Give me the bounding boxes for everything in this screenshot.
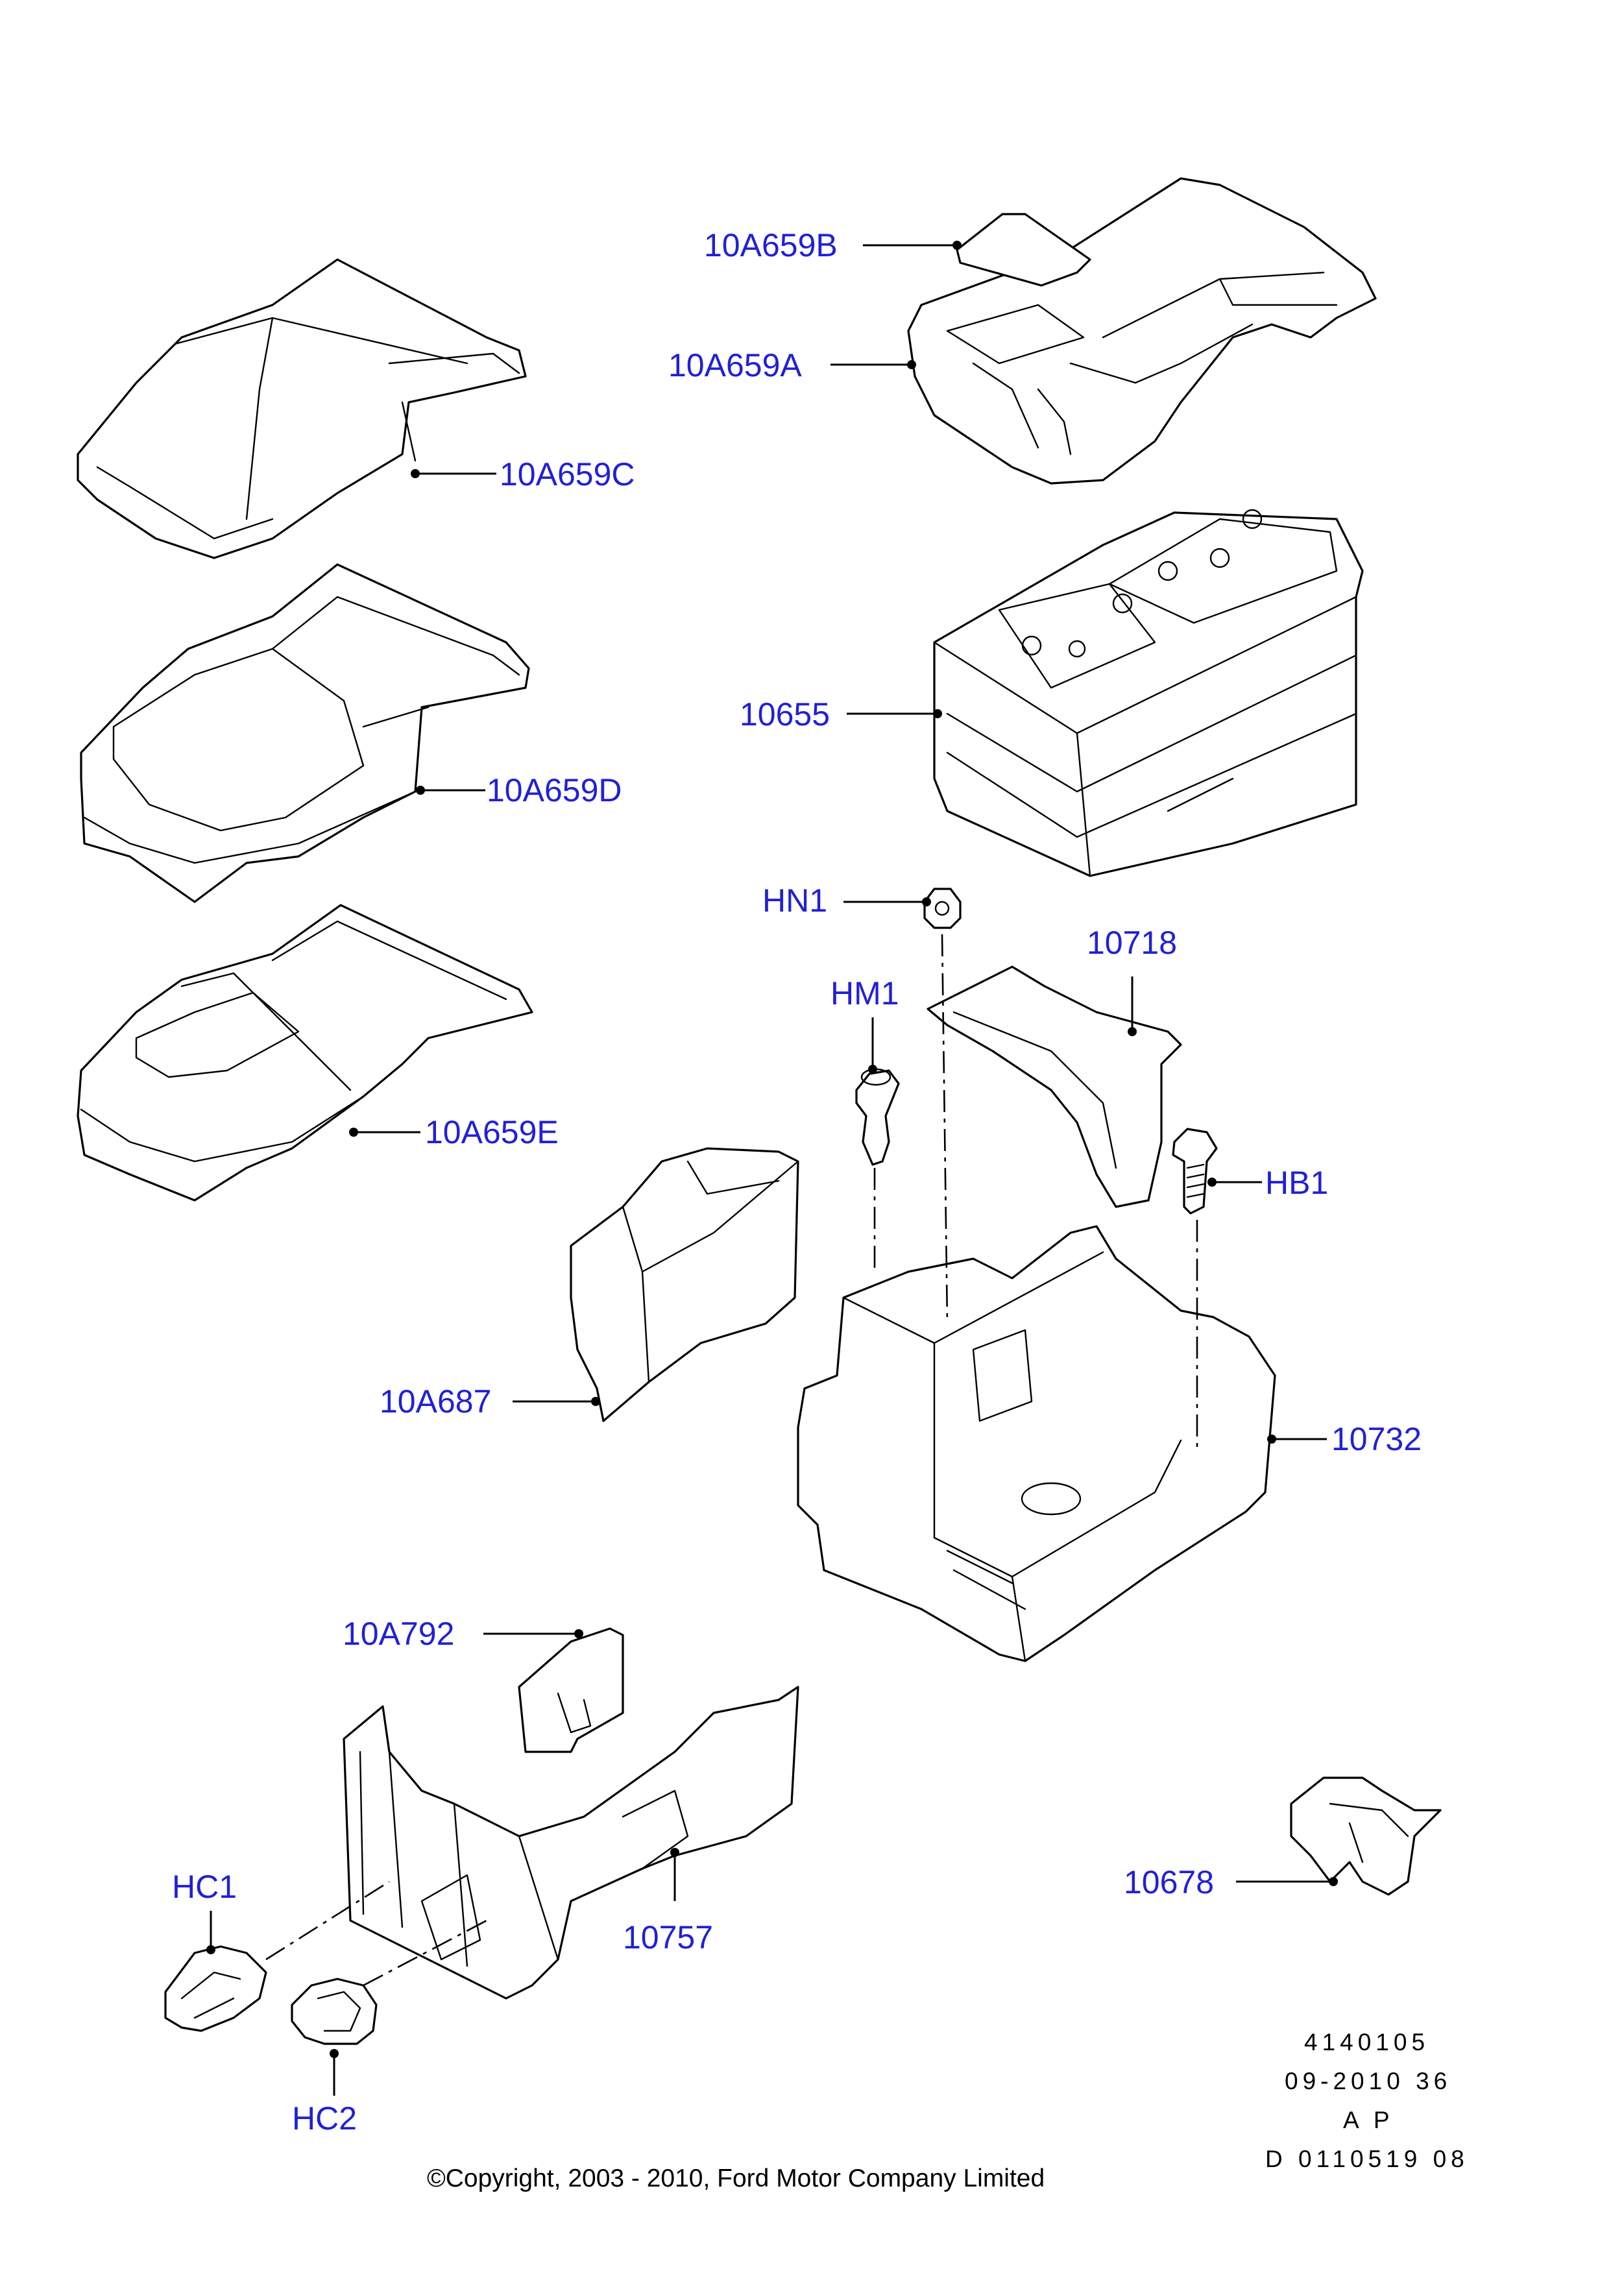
callout-10757: 10757 xyxy=(623,1919,713,1956)
reference-line-1: 4140105 xyxy=(1304,2029,1429,2055)
reference-line-4: D 0110519 08 xyxy=(1265,2146,1469,2172)
battery-cover-10A659C xyxy=(77,258,527,559)
callout-10A659A: 10A659A xyxy=(668,347,802,383)
heat-shield-10A687 xyxy=(570,1147,799,1422)
nut-HN1 xyxy=(923,888,962,929)
battery-10655 xyxy=(933,509,1364,877)
leader-lines xyxy=(206,241,1338,2096)
battery-tray-10732 xyxy=(797,1225,1276,1662)
battery-cover-10A659A xyxy=(907,177,1377,485)
clip-HC2 xyxy=(291,1978,378,2045)
insulator-pad-10A792 xyxy=(518,1627,624,1753)
callout-HM1: HM1 xyxy=(830,975,899,1012)
callout-10655: 10655 xyxy=(740,696,830,733)
battery-cover-10A659D xyxy=(80,563,530,903)
callout-HC1: HC1 xyxy=(172,1869,237,1905)
callout-10678: 10678 xyxy=(1124,1864,1214,1900)
callout-10A659C: 10A659C xyxy=(500,456,635,492)
callout-10A659D: 10A659D xyxy=(487,772,622,808)
push-pin-HM1 xyxy=(855,1068,900,1166)
callout-HN1: HN1 xyxy=(762,882,827,919)
reference-line-3: A P xyxy=(1343,2107,1394,2133)
callout-10A659B: 10A659B xyxy=(704,227,838,263)
callout-HB1: HB1 xyxy=(1265,1165,1328,1201)
installation-axes xyxy=(265,934,1198,1987)
callout-10732: 10732 xyxy=(1331,1421,1422,1457)
copyright-notice: ©Copyright, 2003 - 2010, Ford Motor Comp… xyxy=(427,2164,1045,2192)
bolt-HB1 xyxy=(1172,1128,1218,1215)
hold-down-clamp-10718 xyxy=(927,965,1182,1208)
callout-HC2: HC2 xyxy=(292,2100,357,2137)
battery-cover-10A659E xyxy=(77,904,533,1202)
callout-10A687: 10A687 xyxy=(380,1383,491,1420)
callout-10718: 10718 xyxy=(1087,925,1177,961)
cover-lid-10A659B xyxy=(956,213,1091,287)
reference-line-2: 09-2010 36 xyxy=(1285,2068,1451,2094)
clip-HC1 xyxy=(164,1945,267,2032)
lower-tray-10757 xyxy=(343,1686,799,2000)
callout-10A659E: 10A659E xyxy=(425,1114,559,1150)
callout-10A792: 10A792 xyxy=(343,1616,454,1652)
bracket-10678 xyxy=(1290,1776,1442,1896)
